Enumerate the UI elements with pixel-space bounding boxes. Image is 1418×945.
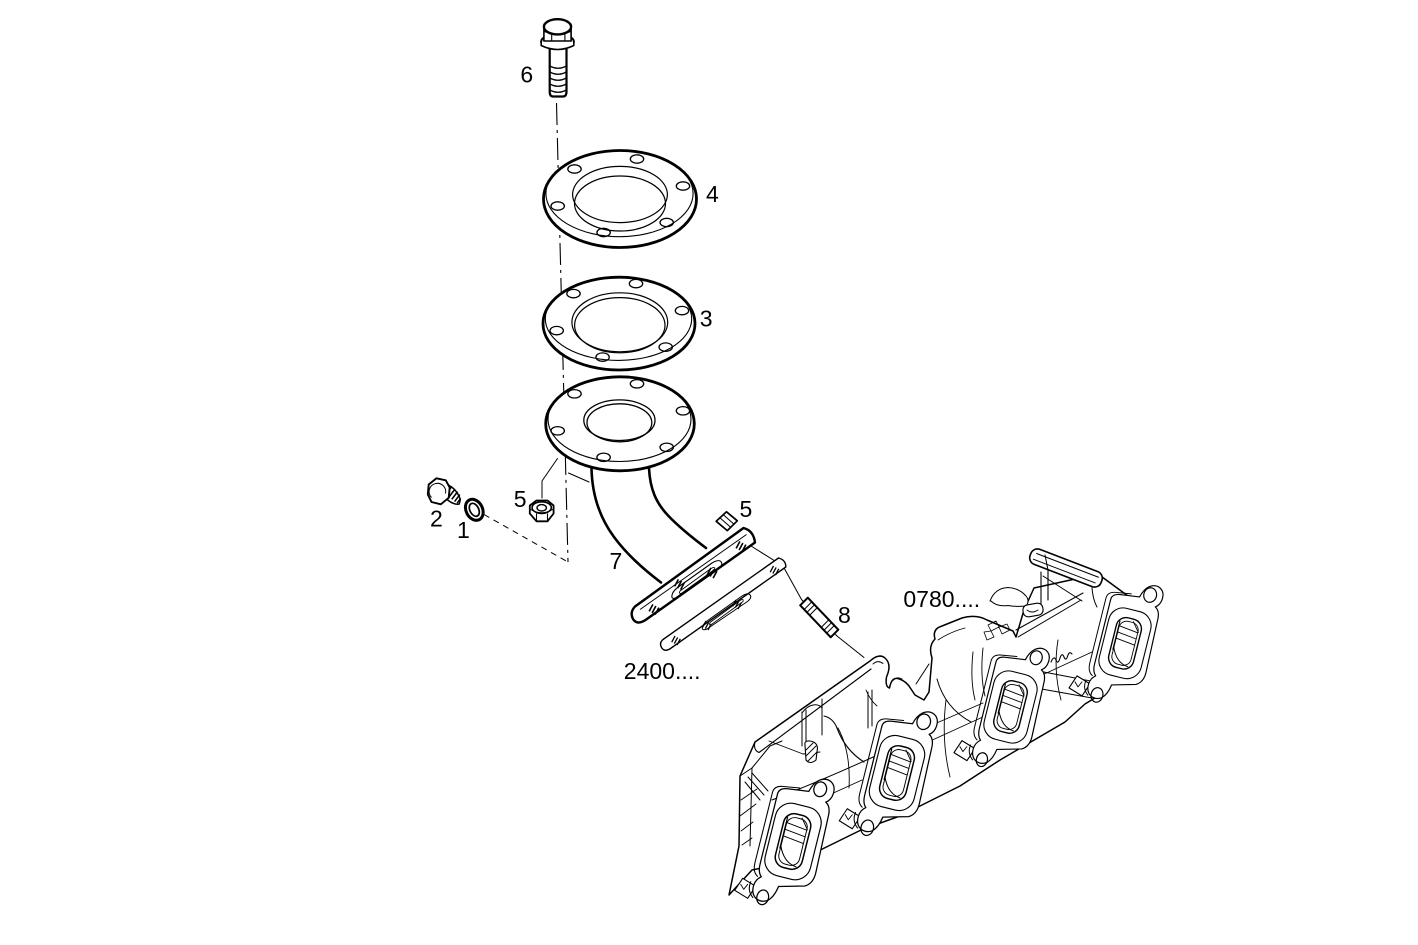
svg-text:0780....: 0780.... [903, 586, 980, 612]
svg-text:3: 3 [700, 305, 713, 331]
svg-text:7: 7 [610, 548, 623, 574]
svg-text:8: 8 [838, 602, 851, 628]
svg-text:2: 2 [430, 505, 443, 531]
svg-text:1: 1 [457, 517, 470, 543]
svg-text:5: 5 [740, 496, 753, 522]
svg-text:4: 4 [706, 181, 719, 207]
svg-text:2400....: 2400.... [624, 658, 701, 684]
svg-text:5: 5 [514, 486, 527, 512]
svg-text:6: 6 [520, 62, 533, 88]
